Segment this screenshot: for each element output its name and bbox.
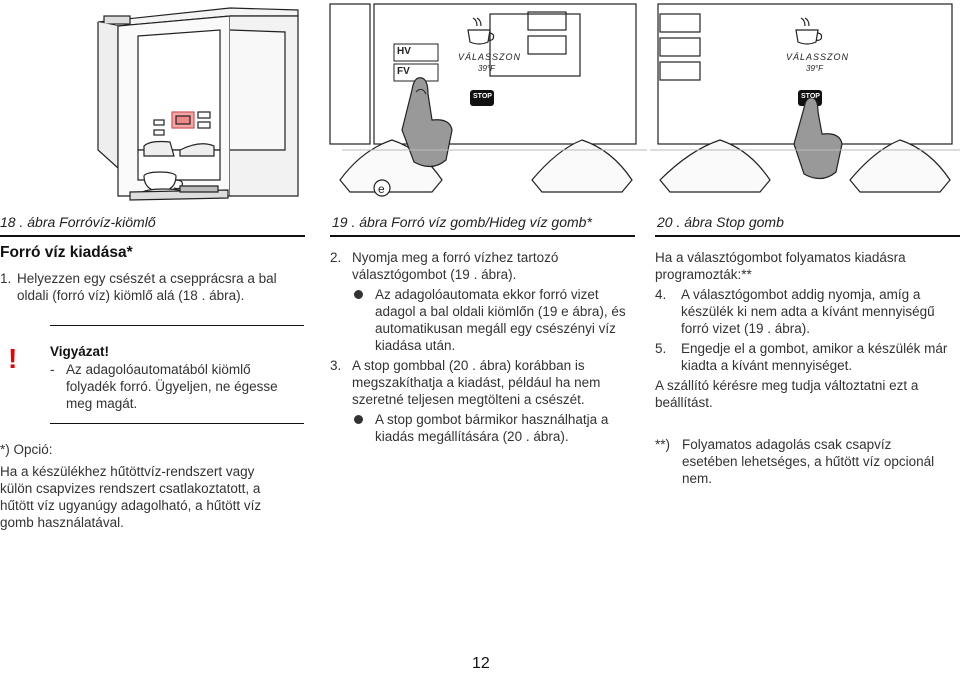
- bullet-dot: [354, 415, 363, 424]
- step-3-number: 3.: [330, 358, 342, 373]
- figure-19-caption: 19 . ábra Forró víz gomb/Hideg víz gomb*: [332, 214, 592, 230]
- stop-label: STOP: [801, 93, 820, 100]
- stop-button-label: STOP: [473, 93, 492, 100]
- continuous-intro: Ha a választógombot folyamatos kiadásra …: [655, 250, 906, 282]
- caption-rule-col1: [0, 235, 305, 237]
- spout-marker-e: e: [378, 182, 385, 196]
- section-heading: Forró víz kiadása*: [0, 244, 133, 261]
- figure-18-machine-illustration: [80, 0, 320, 205]
- step-4: 4. A választógombot addig nyomja, amíg a…: [655, 286, 957, 337]
- figure-18-caption: 18 . ábra Forróvíz-kiömlő: [0, 214, 156, 230]
- figure-19-control-panel: HV FV VÁLASSZON 39°F STOP e: [322, 0, 647, 205]
- step-1-number: 1.: [0, 271, 12, 286]
- warning-dash: -: [50, 362, 55, 377]
- step-3-text: A stop gombbal (20 . ábra) korábban is m…: [352, 358, 601, 407]
- step-3: 3. A stop gombbal (20 . ábra) korábban i…: [330, 357, 620, 408]
- step-2-text: Nyomja meg a forró vízhez tartozó válasz…: [352, 250, 559, 282]
- bullet-2: A stop gombot bármikor használhatja a ki…: [354, 411, 626, 445]
- step-4-number: 4.: [655, 287, 667, 302]
- caption-rule-col2: [330, 235, 635, 237]
- stop-panel-illustration: [650, 3, 960, 193]
- step-5-number: 5.: [655, 341, 667, 356]
- warning-icon: !: [8, 343, 18, 374]
- footnote-mark: **): [655, 437, 671, 452]
- page-number: 12: [472, 655, 490, 672]
- option-label: *) Opció:: [0, 442, 53, 457]
- step-2: 2. Nyomja meg a forró vízhez tartozó vál…: [330, 249, 620, 283]
- stop-display-line-1: VÁLASSZON: [786, 52, 850, 62]
- warning-item: - Az adagolóautomatából kiömlő folyadék …: [50, 361, 295, 412]
- hv-button-label: HV: [397, 46, 411, 57]
- bullet-1-text: Az adagolóautomata ekkor forró vizet ada…: [375, 287, 626, 353]
- footnote-text: Folyamatos adagolás csak csapvíz esetébe…: [682, 437, 935, 486]
- step-4-text: A választógombot addig nyomja, amíg a ké…: [681, 287, 935, 336]
- bullet-1: Az adagolóautomata ekkor forró vizet ada…: [354, 286, 626, 354]
- figure-20-caption: 20 . ábra Stop gomb: [657, 214, 784, 230]
- stop-display-line-2: 39°F: [806, 64, 823, 73]
- warning-top-rule: [50, 325, 304, 326]
- control-panel-illustration: [329, 3, 647, 197]
- display-line-2: 39°F: [478, 64, 495, 73]
- step-1: 1. Helyezzen egy csészét a csepprácsra a…: [0, 270, 295, 304]
- step-2-number: 2.: [330, 250, 342, 265]
- coffee-machine-icon: [97, 7, 299, 201]
- bullet-2-text: A stop gombot bármikor használhatja a ki…: [375, 412, 609, 444]
- step-1-text: Helyezzen egy csészét a csepprácsra a ba…: [17, 271, 277, 303]
- warning-bottom-rule: [50, 423, 304, 424]
- bullet-dot: [354, 290, 363, 299]
- supplier-note: A szállító kérésre meg tudja változtatni…: [655, 378, 919, 410]
- step-5: 5. Engedje el a gombot, amikor a készülé…: [655, 340, 957, 374]
- fv-button-label: FV: [397, 66, 410, 77]
- step-5-text: Engedje el a gombot, amikor a készülék m…: [681, 341, 948, 373]
- figure-20-stop-panel: VÁLASSZON 39°F STOP: [650, 0, 960, 205]
- display-line-1: VÁLASSZON: [458, 52, 522, 62]
- warning-title: Vigyázat!: [50, 344, 110, 359]
- caption-rule-col3: [655, 235, 960, 237]
- warning-text: Az adagolóautomatából kiömlő folyadék fo…: [66, 362, 278, 411]
- footnote: **) Folyamatos adagolás csak csapvíz ese…: [655, 436, 945, 487]
- option-text: Ha a készülékhez hűtöttvíz-rendszert vag…: [0, 464, 262, 530]
